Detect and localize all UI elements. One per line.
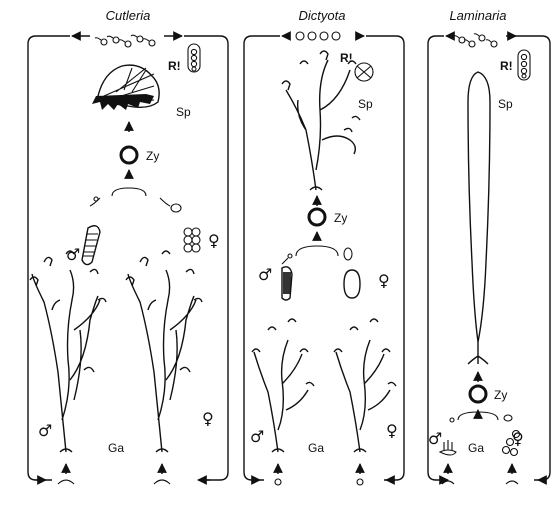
- sporophyte-label: Sp: [498, 97, 513, 111]
- antheridium: [281, 266, 293, 301]
- sporophyte: [281, 50, 361, 191]
- gametophyte-left: [29, 250, 107, 453]
- male-symbol: ♂: [66, 245, 80, 264]
- cycle-frame-right: [366, 35, 405, 481]
- gametophyte-right: [333, 318, 397, 453]
- cycle-frame-left: [243, 35, 280, 481]
- female-symbol: ♀: [378, 271, 390, 290]
- sporangium: [187, 43, 201, 73]
- panel-title: Cutleria: [106, 8, 151, 23]
- cycle-frame-left: [427, 35, 444, 481]
- zygote-label: Zy: [146, 149, 159, 163]
- sporophyte: [92, 64, 160, 110]
- zygote-label: Zy: [494, 388, 507, 402]
- fusion-brace: [111, 187, 147, 197]
- gametophyte-right: [125, 250, 203, 453]
- sporophyte-label: Sp: [358, 97, 373, 111]
- panel-laminaria: Laminaria R! Sp Zy ♂ Ga: [427, 8, 551, 485]
- tetraspores: [295, 31, 341, 41]
- meiosis-label: R!: [500, 59, 513, 73]
- male-gametangium: [81, 225, 101, 266]
- cycle-frame-right: [184, 35, 229, 481]
- female-gametangium: [183, 227, 201, 253]
- male-symbol: ♂: [428, 429, 442, 448]
- male-gametophyte-symbol: ♂: [38, 421, 52, 440]
- cycle-frame-right: [514, 35, 551, 481]
- female-symbol: ♀: [512, 429, 524, 448]
- zygote: [119, 145, 139, 165]
- panel-cutleria: Cutleria R! Sp Zy: [27, 8, 229, 485]
- female-symbol: ♀: [208, 231, 220, 250]
- cycle-frame-left: [27, 35, 70, 481]
- panel-title: Laminaria: [449, 8, 506, 23]
- male-gametophyte-symbol: ♂: [250, 427, 264, 446]
- zygote-label: Zy: [334, 211, 347, 225]
- oogonium: [343, 269, 361, 299]
- zygote: [307, 207, 327, 227]
- gametophyte-label: Ga: [108, 441, 124, 455]
- male-gametophyte: [438, 440, 457, 456]
- holdfast: [467, 342, 489, 365]
- gametophyte-left: [251, 318, 315, 453]
- sporophyte-blade: [467, 71, 491, 343]
- gametophyte-label: Ga: [308, 441, 324, 455]
- fusion-brace: [295, 245, 339, 257]
- male-symbol: ♂: [258, 265, 272, 284]
- female-gametophyte-symbol: ♀: [386, 421, 398, 440]
- zoospores: [94, 34, 156, 48]
- meiosis-label: R!: [168, 59, 181, 73]
- zygote: [468, 384, 488, 404]
- gametophyte-label: Ga: [468, 441, 484, 455]
- fusion-brace: [457, 411, 499, 421]
- zoospores: [453, 33, 498, 48]
- panel-dictyota: Dictyota R! Sp Zy ♂: [243, 8, 405, 486]
- female-gametophyte-symbol: ♀: [202, 409, 214, 428]
- female-gametophyte: [501, 429, 521, 457]
- sporangium: [517, 49, 531, 81]
- panel-title: Dictyota: [299, 8, 346, 23]
- tetrasporangium: [354, 62, 374, 82]
- sporophyte-label: Sp: [176, 105, 191, 119]
- meiosis-label: R!: [340, 51, 353, 65]
